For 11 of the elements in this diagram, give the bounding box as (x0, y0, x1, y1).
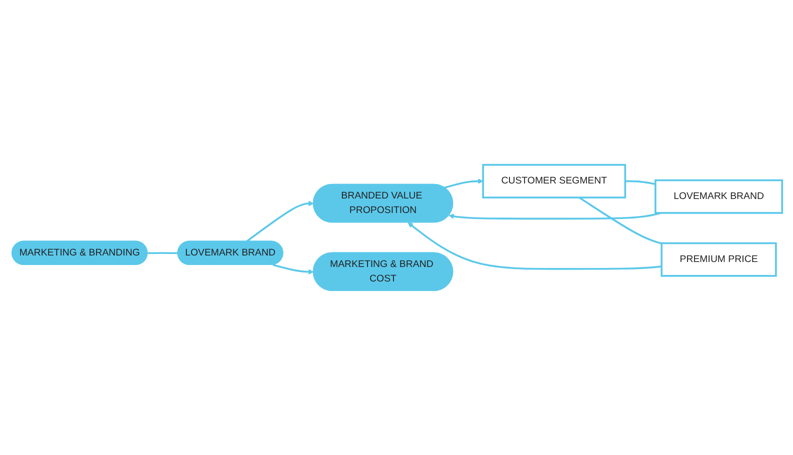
connector (578, 196, 662, 244)
connector (624, 180, 656, 185)
arrow (407, 222, 662, 270)
arrow (444, 178, 483, 188)
arrow (246, 200, 314, 242)
node-box: CUSTOMER SEGMENT (482, 164, 626, 198)
connector (147, 252, 178, 254)
node-box: LOVEMARK BRAND (654, 179, 783, 214)
arrow (448, 212, 660, 220)
node-box: PREMIUM PRICE (660, 242, 776, 276)
arrow (272, 264, 314, 274)
